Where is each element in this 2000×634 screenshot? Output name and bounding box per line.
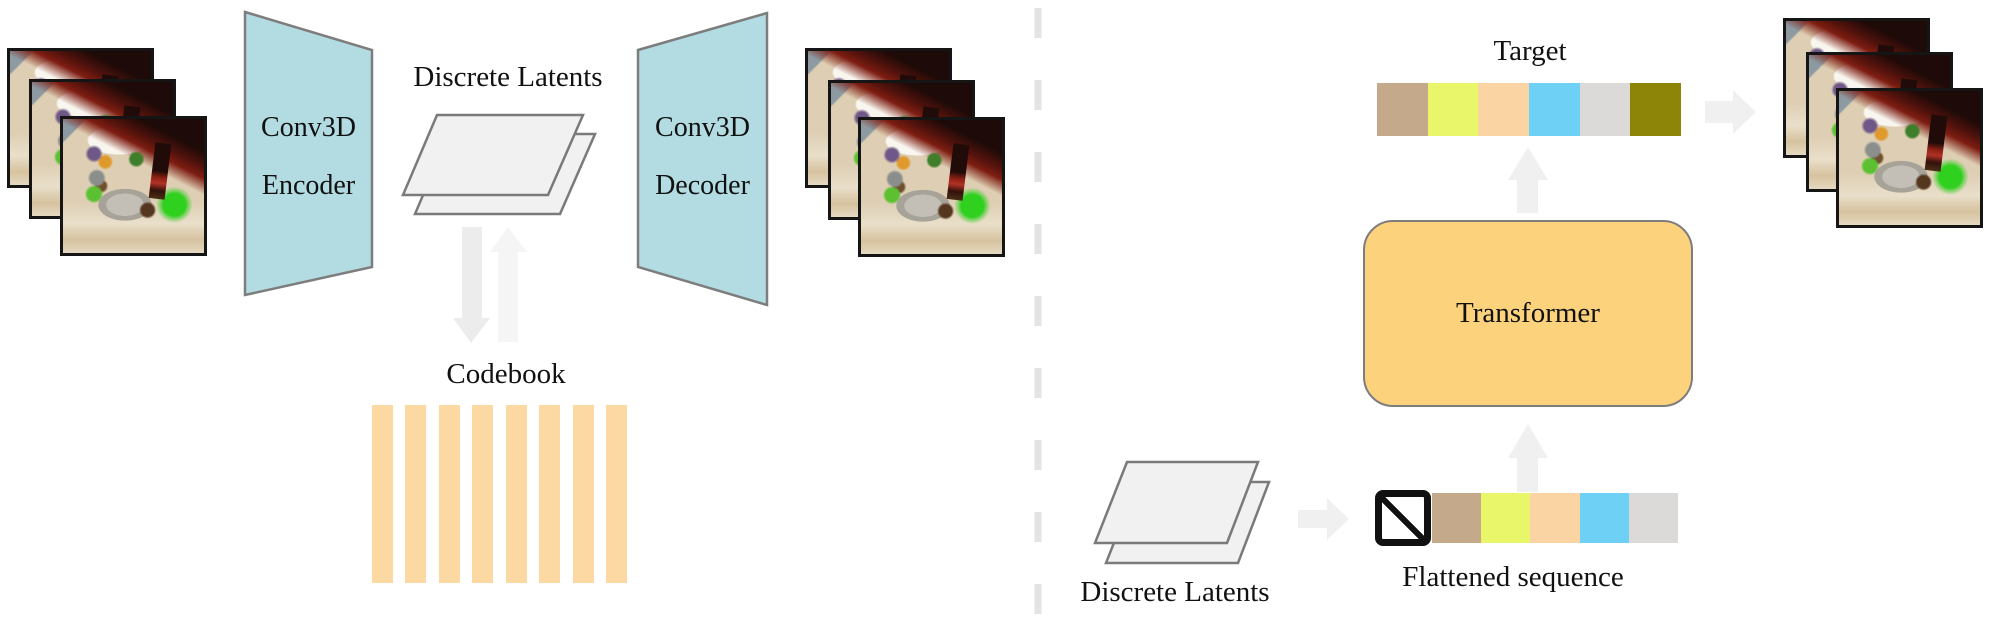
decoder-label-line1: Conv3D	[655, 112, 750, 143]
codebook-bar	[505, 405, 527, 583]
codebook-bar	[405, 405, 427, 583]
flattened-sequence-label: Flattened sequence	[1402, 561, 1624, 593]
target-to-output-arrow-icon	[1705, 90, 1756, 134]
codebook-bar	[472, 405, 494, 583]
target-token-row	[1377, 83, 1681, 136]
token-gray	[1579, 83, 1631, 136]
transformer-box: Transformer	[1363, 220, 1693, 407]
decoder-label-line2: Decoder	[655, 170, 750, 201]
discrete-latents-label-right: Discrete Latents	[1080, 576, 1270, 608]
token-tan	[1432, 493, 1482, 543]
flattened-token-row	[1432, 493, 1678, 543]
codebook-bar	[372, 405, 393, 583]
encoder-label-line1: Conv3D	[261, 112, 356, 143]
sequence-to-transformer-arrow-icon	[1508, 424, 1548, 492]
output-video-frame-3	[1836, 88, 1983, 228]
token-yellow	[1481, 493, 1531, 543]
conv3d-decoder-shape	[636, 11, 769, 307]
codebook-bar	[572, 405, 594, 583]
latent-plane-front-right	[1093, 460, 1260, 545]
transformer-to-target-arrow-icon	[1508, 147, 1548, 213]
token-blue	[1579, 493, 1629, 543]
token-peach	[1478, 83, 1529, 136]
codebook-bar	[605, 405, 627, 583]
latent-plane-front-left	[401, 113, 585, 197]
codebook-bars	[372, 405, 627, 583]
token-blue	[1528, 83, 1580, 136]
encoder-label-line2: Encoder	[261, 170, 356, 201]
conv3d-encoder-shape	[243, 10, 374, 297]
codebook-label: Codebook	[446, 358, 566, 390]
token-gray	[1628, 493, 1678, 543]
token-yellow	[1427, 83, 1479, 136]
codebook-to-latents-arrow-icon	[490, 227, 527, 342]
latents-to-codebook-arrow-icon	[453, 227, 490, 343]
token-peach	[1530, 493, 1580, 543]
token-olive	[1630, 83, 1681, 136]
codebook-bar	[438, 405, 460, 583]
discrete-latents-label-left: Discrete Latents	[413, 61, 603, 93]
masked-start-token-icon	[1375, 490, 1431, 546]
reconstructed-video-frame-3	[858, 117, 1005, 257]
input-video-frame-3	[60, 116, 207, 256]
latents-to-sequence-arrow-icon	[1298, 498, 1349, 540]
transformer-label: Transformer	[1456, 297, 1600, 329]
target-label: Target	[1493, 35, 1567, 67]
codebook-bar	[539, 405, 561, 583]
token-tan	[1377, 83, 1428, 136]
